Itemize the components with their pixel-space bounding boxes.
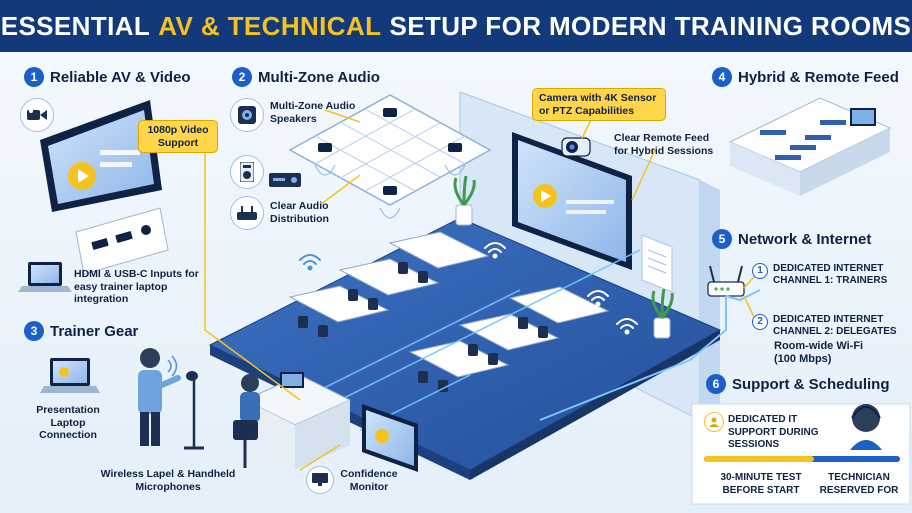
title-pre: ESSENTIAL (0, 10, 151, 41)
section-number: 3 (24, 321, 44, 341)
wall-plate-graphic (75, 207, 169, 275)
section-network-internet: 5 Network & Internet (712, 229, 871, 249)
network-switch-icon (230, 196, 264, 230)
router-graphic (707, 265, 745, 297)
monitor-icon (306, 466, 334, 494)
section-title: Trainer Gear (50, 322, 139, 340)
wifi-symbol-floor (299, 254, 321, 271)
audio-mixer-icon (230, 155, 264, 189)
ptz-camera (561, 137, 591, 157)
network-cables (539, 289, 761, 421)
support-user-icon (704, 412, 724, 432)
page-title: ESSENTIAL AV & TECHNICAL SETUP FOR MODER… (0, 0, 912, 52)
hdmi-inputs-label: HDMI & USB-C Inputs for easy trainer lap… (74, 268, 199, 305)
trainer-desk (233, 372, 352, 470)
amplifier-icon (268, 162, 302, 196)
ceiling-speaker-grid (288, 94, 492, 219)
plant-right (651, 288, 674, 339)
section-number: 6 (706, 374, 726, 394)
video-support-callout: 1080p Video Support (138, 120, 218, 153)
microphones-label: Wireless Lapel & Handheld Microphones (100, 468, 236, 493)
section-title: Hybrid & Remote Feed (738, 68, 899, 86)
video-camera-icon (20, 98, 54, 132)
presentation-laptop-label: Presentation Laptop Connection (36, 404, 100, 441)
section-title: Multi-Zone Audio (258, 68, 380, 86)
desk-rows (288, 231, 610, 392)
channel-number: 2 (752, 314, 768, 330)
presentation-laptop-graphic (40, 358, 100, 393)
internet-channel-2: 2 DEDICATED INTERNET CHANNEL 2: DELEGATE… (752, 314, 904, 338)
audio-distribution-label: Clear Audio Distribution (270, 200, 329, 225)
section-title: Support & Scheduling (732, 375, 890, 393)
hybrid-room-graphic (728, 97, 892, 196)
channel-number: 1 (752, 263, 768, 279)
floor-edge-right (470, 330, 720, 480)
mic-stand (184, 371, 204, 450)
it-support-label: DEDICATED IT SUPPORT DURING SESSIONS (728, 414, 819, 450)
speakers-label: Multi-Zone Audio Speakers (270, 100, 356, 125)
section-title: Network & Internet (738, 230, 872, 248)
section-hybrid-remote: 4 Hybrid & Remote Feed (712, 67, 899, 87)
trainer-figure (138, 348, 181, 446)
speaker-icon (230, 98, 264, 132)
av-monitor-graphic (40, 100, 162, 212)
confidence-monitor-label: Confidence Monitor (340, 468, 398, 493)
test-before-label: 30-MINUTE TEST BEFORE START (720, 472, 802, 496)
technician-label: TECHNICIAN RESERVED FOR (819, 472, 899, 496)
trainer-laptop-graphic (18, 262, 72, 292)
plant-left (453, 175, 476, 226)
title-post: SETUP FOR MODERN TRAINING ROOMS (389, 10, 912, 41)
wall-poster (641, 234, 673, 293)
camera-callout: Camera with 4K Sensor or PTZ Capabilitie… (532, 88, 666, 121)
section-number: 2 (232, 67, 252, 87)
section-title: Reliable AV & Video (50, 68, 191, 86)
section-number: 1 (24, 67, 44, 87)
channel-label: DEDICATED INTERNET CHANNEL 1: TRAINERS (773, 263, 888, 286)
confidence-monitor-graphic (362, 404, 418, 472)
section-number: 4 (712, 67, 732, 87)
section-trainer-gear: 3 Trainer Gear (24, 321, 138, 341)
wifi-symbols (484, 242, 638, 335)
wifi-label: Room-wide Wi-Fi (100 Mbps) (774, 340, 864, 365)
internet-channel-1: 1 DEDICATED INTERNET CHANNEL 1: TRAINERS (752, 263, 904, 287)
section-reliable-av: 1 Reliable AV & Video (24, 67, 191, 87)
section-support-scheduling: 6 Support & Scheduling (706, 374, 890, 394)
section-number: 5 (712, 229, 732, 249)
section-multi-zone-audio: 2 Multi-Zone Audio (232, 67, 380, 87)
title-highlight: AV & TECHNICAL (158, 10, 382, 41)
remote-feed-label: Clear Remote Feed for Hybrid Sessions (614, 132, 714, 157)
wall-display (512, 132, 632, 270)
support-panel (691, 403, 911, 505)
channel-label: DEDICATED INTERNET CHANNEL 2: DELEGATES (773, 314, 897, 337)
room-illustration (18, 91, 911, 505)
